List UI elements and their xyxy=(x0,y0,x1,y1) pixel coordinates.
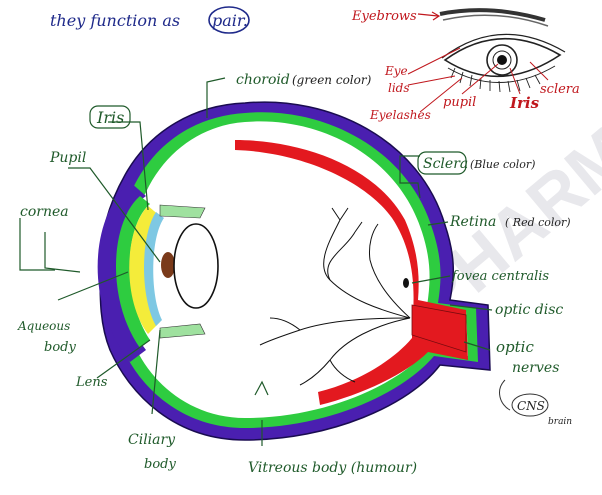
label-choroid-note: (green color) xyxy=(292,73,372,87)
header-text: they function as xyxy=(50,11,180,30)
label-retina: Retina xyxy=(449,214,496,230)
pair-circle xyxy=(208,6,250,34)
label-sclera-note: (Blue color) xyxy=(470,158,535,171)
label-fovea-centralis: fovea centralis xyxy=(451,269,549,284)
label-vitreous-body: Vitreous body (humour) xyxy=(248,460,417,476)
label-cornea: cornea xyxy=(20,204,69,220)
label-sclera: Sclera xyxy=(423,156,468,172)
label-iris: Iris xyxy=(96,108,124,127)
label-lens: Lens xyxy=(75,375,108,390)
inset-sclera-label: sclera xyxy=(540,82,580,97)
inset-eyelids-label: Eye xyxy=(384,64,408,78)
label-ciliary-body-2: body xyxy=(144,457,176,472)
external-eye-inset xyxy=(439,8,566,93)
inset-iris-label: Iris xyxy=(509,94,540,112)
sclera-label-box xyxy=(417,151,467,175)
label-optic-nerves: optic xyxy=(496,338,534,356)
label-pupil: Pupil xyxy=(49,150,86,166)
lens xyxy=(173,223,219,309)
inset-eyelashes-label: Eyelashes xyxy=(369,108,431,122)
inset-pupil-label: pupil xyxy=(443,95,476,110)
iris-label-box xyxy=(89,105,131,129)
cornea xyxy=(97,182,146,362)
label-brain: brain xyxy=(548,417,572,427)
label-aqueous-body-2: body xyxy=(44,340,76,355)
label-choroid: choroid xyxy=(236,72,290,88)
label-retina-note: ( Red color) xyxy=(505,216,571,229)
label-optic-nerves-2: nerves xyxy=(512,360,559,376)
label-ciliary-body: Ciliary xyxy=(128,432,176,448)
retinal-vessels xyxy=(259,207,411,386)
inset-eyebrows-label: Eyebrows xyxy=(351,9,417,24)
iris-structure xyxy=(161,252,175,278)
header-pair-word: pair. xyxy=(212,11,248,30)
inset-eyelids-label-2: lids xyxy=(388,81,410,95)
label-cns: CNS xyxy=(517,399,545,413)
cns-circle xyxy=(511,393,549,417)
eyeball-cross-section xyxy=(97,101,491,441)
label-optic-disc: optic disc xyxy=(495,302,563,318)
label-aqueous-body: Aqueous xyxy=(17,319,70,333)
